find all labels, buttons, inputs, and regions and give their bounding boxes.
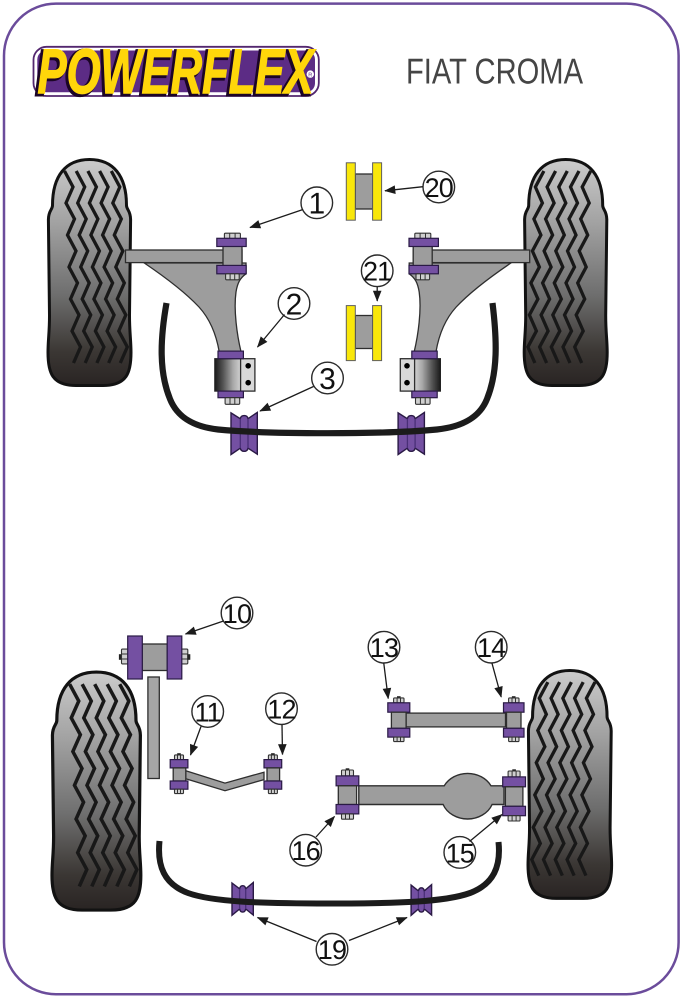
svg-text:11: 11 xyxy=(194,697,220,727)
svg-text:10: 10 xyxy=(223,599,251,629)
svg-text:POWERFLEX: POWERFLEX xyxy=(38,37,317,107)
svg-text:15: 15 xyxy=(446,838,474,868)
svg-text:21: 21 xyxy=(363,257,391,287)
svg-text:20: 20 xyxy=(425,173,453,203)
svg-text:POWERFLEX: POWERFLEX xyxy=(36,39,315,109)
svg-text:13: 13 xyxy=(370,633,398,663)
svg-text:19: 19 xyxy=(318,935,346,965)
svg-text:2: 2 xyxy=(286,288,303,321)
svg-text:1: 1 xyxy=(308,188,325,221)
svg-text:R: R xyxy=(308,73,312,79)
svg-text:3: 3 xyxy=(319,363,336,396)
svg-text:14: 14 xyxy=(477,633,506,663)
svg-text:12: 12 xyxy=(267,695,295,725)
svg-text:16: 16 xyxy=(291,836,319,866)
svg-text:FIAT CROMA: FIAT CROMA xyxy=(406,51,583,92)
